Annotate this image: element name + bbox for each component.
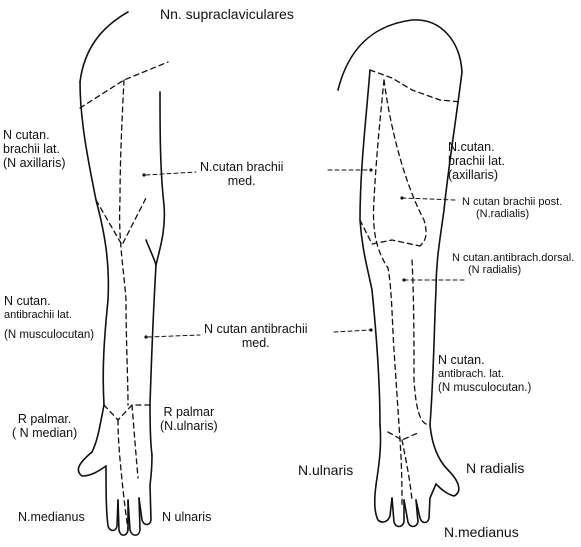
anterior-arm-outline <box>78 12 164 535</box>
label-supraclaviculares: Nn. supraclaviculares <box>160 6 294 22</box>
label-medianus-back: N.medianus <box>444 524 519 540</box>
label-front-cutan-antibrachii-lat: N cutan. antibrachii lat. (N musculocuta… <box>4 294 94 342</box>
label-cutan-brachii-post: N cutan brachii post. (N.radialis) <box>462 196 562 220</box>
leader-lines <box>146 170 466 337</box>
label-radialis-back: N radialis <box>466 460 524 476</box>
label-cutan-brachii-med: N.cutan brachii med. <box>200 160 283 188</box>
label-medianus-front: N.medianus <box>18 510 85 524</box>
label-cutan-antibrachii-med: N cutan antibrachii med. <box>204 322 308 350</box>
label-r-palmar-median: R palmar. ( N median) <box>12 412 77 440</box>
label-back-cutan-brachii-lat: N.cutan. brachii lat. (axillaris) <box>448 140 505 182</box>
marker-dots <box>142 168 405 338</box>
label-cutan-antibrach-dorsal: N cutan.antibrach.dorsal. (N radialis) <box>452 252 574 276</box>
label-ulnaris-front: N ulnaris <box>162 510 211 524</box>
label-r-palmar-ulnaris: R palmar (N.ulnaris) <box>160 405 218 433</box>
posterior-boundaries <box>360 70 462 505</box>
label-back-cutan-antibrach-lat: N cutan. antibrach. lat. (N musculocutan… <box>438 353 531 395</box>
label-ulnaris-back: N.ulnaris <box>298 462 353 478</box>
label-front-cutan-brachii-lat: N cutan. brachii lat. (N axillaris) <box>3 128 66 170</box>
